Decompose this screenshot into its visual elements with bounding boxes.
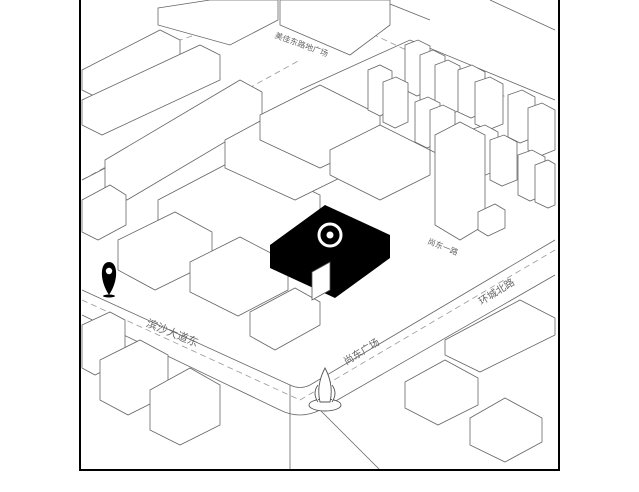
target-building[interactable] [270,205,390,301]
fountain-sculpture-icon [308,367,342,412]
building-block-left [81,29,431,446]
target-logo-icon [317,222,343,248]
highrise-cluster [367,39,556,241]
building-block-bottom-right [404,299,556,463]
building-block-top [157,0,391,56]
map-pin-icon[interactable] [101,262,117,298]
map-frame [79,0,560,471]
